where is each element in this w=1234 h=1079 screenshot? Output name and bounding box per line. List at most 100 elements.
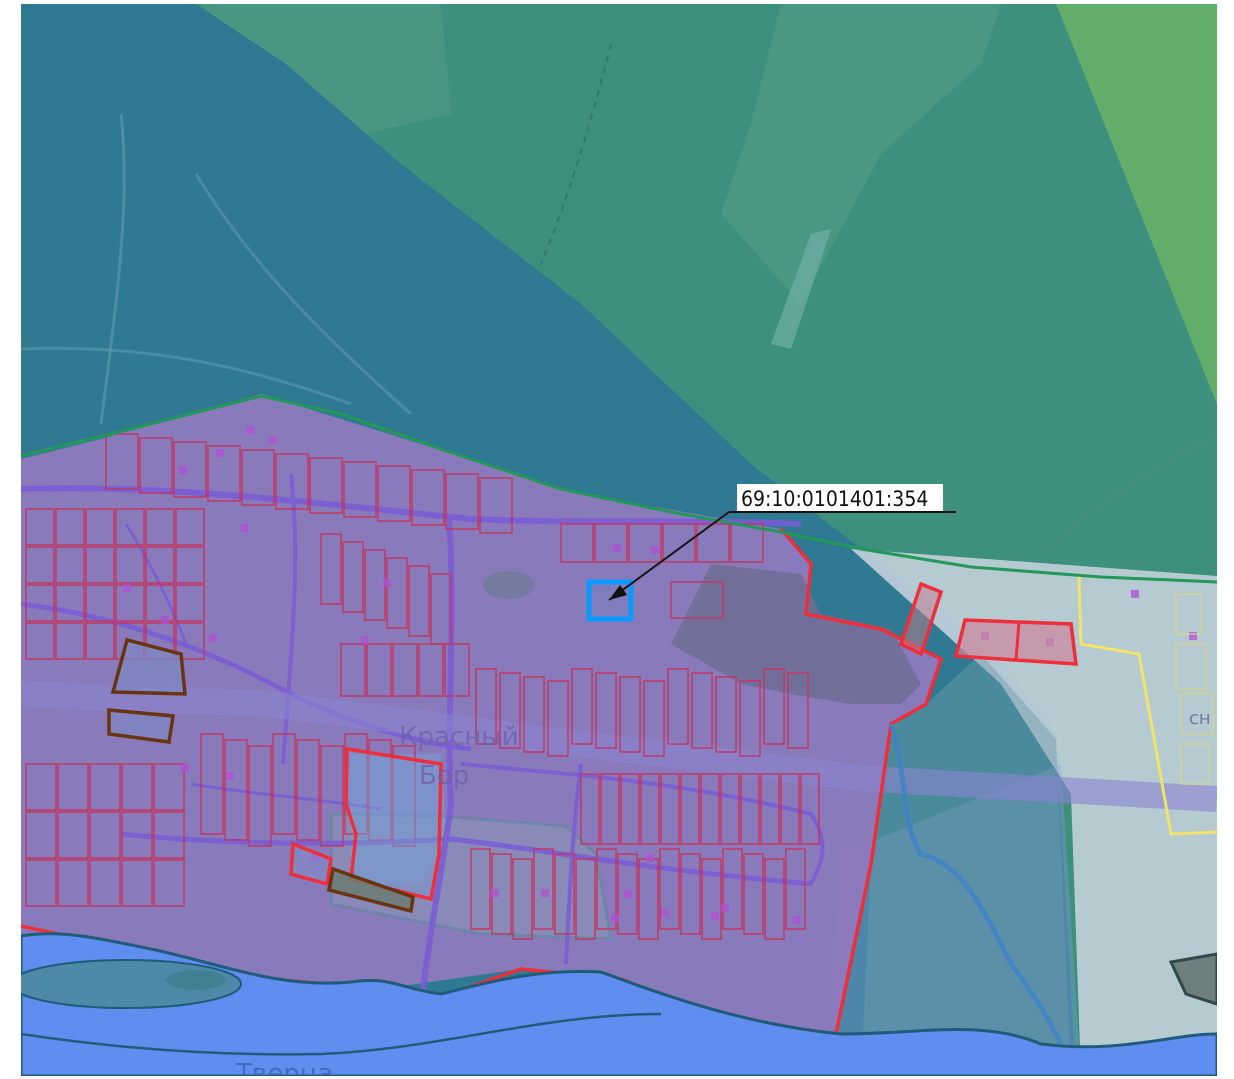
parcel[interactable] [575,858,596,940]
parcel[interactable] [55,508,85,546]
parcel[interactable] [25,811,57,859]
parcel[interactable] [730,523,764,563]
parcel[interactable] [25,622,55,660]
parcel[interactable] [640,773,660,845]
parcel[interactable] [701,858,722,940]
parcel[interactable] [740,773,760,845]
cadastral-number-label[interactable]: 69:10:0101401:354 [741,487,928,511]
parcel[interactable] [25,508,55,546]
parcel[interactable] [272,733,296,835]
parcel[interactable] [739,680,761,757]
parcel[interactable] [25,546,55,584]
parcel[interactable] [760,773,780,845]
parcel[interactable] [55,546,85,584]
parcel[interactable] [309,457,343,514]
parcel[interactable] [479,477,513,534]
parcel[interactable] [296,739,320,841]
parcel[interactable] [57,859,89,907]
parcel[interactable] [571,668,593,745]
parcel[interactable] [780,773,800,845]
parcel[interactable] [787,672,809,749]
parcel[interactable] [720,773,740,845]
parcel[interactable] [275,453,309,510]
parcel[interactable] [85,508,115,546]
parcel[interactable] [121,859,153,907]
parcel[interactable] [743,853,764,935]
parcel[interactable] [175,546,205,584]
parcel[interactable] [105,433,139,490]
parcel[interactable] [57,763,89,811]
parcel[interactable] [342,541,364,613]
parcel[interactable] [85,622,115,660]
parcel[interactable] [340,643,366,697]
parcel[interactable] [620,773,640,845]
parcel[interactable] [25,763,57,811]
parcel[interactable] [475,668,497,745]
parcel-brown[interactable] [110,637,187,696]
parcel[interactable] [595,672,617,749]
parcel-highlighted[interactable] [289,841,333,887]
parcel[interactable] [533,848,554,930]
parcel[interactable] [680,773,700,845]
parcel[interactable] [700,773,720,845]
parcel[interactable] [596,848,617,930]
parcel[interactable] [115,508,145,546]
parcel[interactable] [121,811,153,859]
parcel[interactable] [670,581,724,619]
parcel[interactable] [153,763,185,811]
parcel[interactable] [715,676,737,753]
parcel[interactable] [55,584,85,622]
parcel[interactable] [1180,693,1214,735]
parcel[interactable] [617,853,638,935]
parcel[interactable] [554,853,575,935]
parcel[interactable] [722,848,743,930]
parcel[interactable] [667,668,689,745]
parcel[interactable] [175,622,205,660]
parcel[interactable] [153,859,185,907]
parcel[interactable] [25,584,55,622]
parcel[interactable] [512,858,533,940]
parcel[interactable] [320,745,344,847]
parcel[interactable] [418,643,444,697]
parcel[interactable] [470,848,491,930]
cadastral-map[interactable]: Красный Бор Тверца сн 69:10:0101401:354 [21,4,1217,1076]
parcel[interactable] [1175,593,1202,635]
parcel[interactable] [691,672,713,749]
parcel[interactable] [85,546,115,584]
parcel[interactable] [659,848,680,930]
parcel[interactable] [173,441,207,498]
parcel[interactable] [25,859,57,907]
parcel[interactable] [139,437,173,494]
parcel[interactable] [85,584,115,622]
map-canvas[interactable]: Красный Бор Тверца сн 69:10:0101401:354 [21,4,1217,1076]
parcel[interactable] [643,680,665,757]
parcel[interactable] [594,523,628,563]
parcel[interactable] [241,449,275,506]
parcel[interactable] [408,565,430,637]
parcel[interactable] [89,763,121,811]
parcel[interactable] [680,853,701,935]
parcel[interactable] [57,811,89,859]
parcel[interactable] [175,584,205,622]
parcel[interactable] [1175,643,1207,690]
parcel[interactable] [377,465,411,522]
parcel[interactable] [320,533,342,605]
parcel[interactable] [145,508,175,546]
parcel[interactable] [662,523,696,563]
parcel[interactable] [200,733,224,835]
parcel[interactable] [386,557,408,629]
parcel[interactable] [366,643,392,697]
parcel[interactable] [248,745,272,847]
parcel[interactable] [523,676,545,753]
parcel-brown[interactable] [326,866,415,914]
parcel[interactable] [411,469,445,526]
parcel[interactable] [763,668,785,745]
parcel[interactable] [145,546,175,584]
parcel[interactable] [175,508,205,546]
parcel[interactable] [89,811,121,859]
parcel[interactable] [660,773,680,845]
parcel[interactable] [800,773,820,845]
parcel-highlighted[interactable] [898,581,944,657]
parcel[interactable] [764,858,785,940]
parcel-brown[interactable] [107,708,176,744]
